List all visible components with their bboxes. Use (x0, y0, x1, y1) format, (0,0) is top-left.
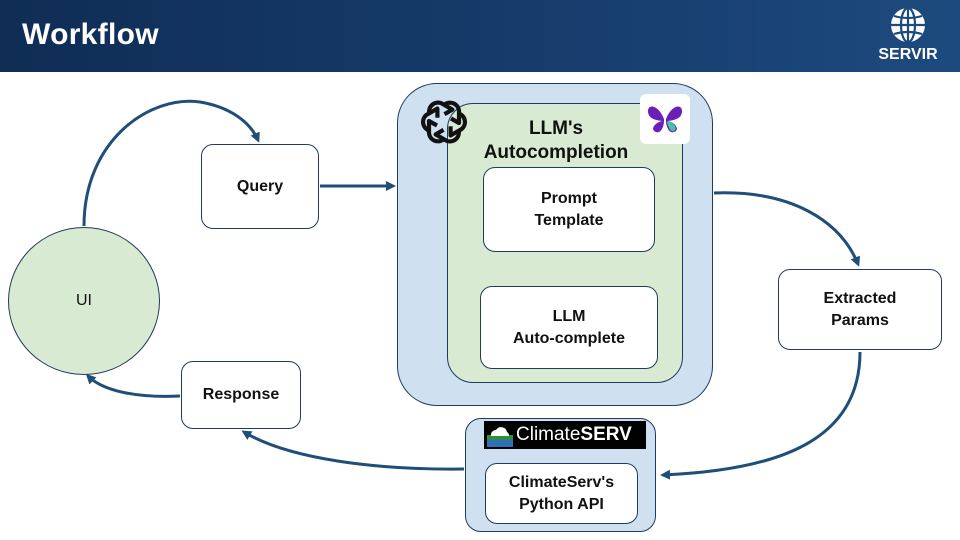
butterfly-icon (648, 106, 682, 133)
climateserv-api-node: ClimateServ's Python API (485, 463, 638, 524)
climateserv-logo-light: Climate (516, 424, 581, 445)
llm-autocomplete-node: LLM Auto-complete (480, 286, 658, 369)
globe-icon (891, 6, 925, 44)
climateserv-cloud-icon (487, 427, 513, 447)
header-bar: Workflow SERVIR (0, 0, 960, 72)
arrow-api-to-response (241, 430, 465, 471)
servir-logo: SERVIR (870, 6, 946, 68)
extracted-params-node: Extracted Params (778, 269, 942, 350)
prompt-template-node: Prompt Template (483, 167, 655, 252)
query-node: Query (201, 144, 319, 229)
butterfly-icon-tile (640, 94, 690, 144)
climateserv-logo-bold: SERV (580, 424, 632, 445)
openai-icon (418, 96, 470, 148)
ui-node: UI (8, 227, 160, 375)
arrow-llm-to-params (713, 191, 860, 267)
climateserv-logo: ClimateSERV (484, 421, 646, 449)
page-title: Workflow (22, 18, 159, 51)
arrow-response-to-ui (85, 373, 181, 398)
servir-logo-text: SERVIR (878, 46, 938, 63)
llm-autocompletion-title: LLM's Autocompletion (483, 118, 629, 163)
response-node: Response (181, 361, 301, 429)
